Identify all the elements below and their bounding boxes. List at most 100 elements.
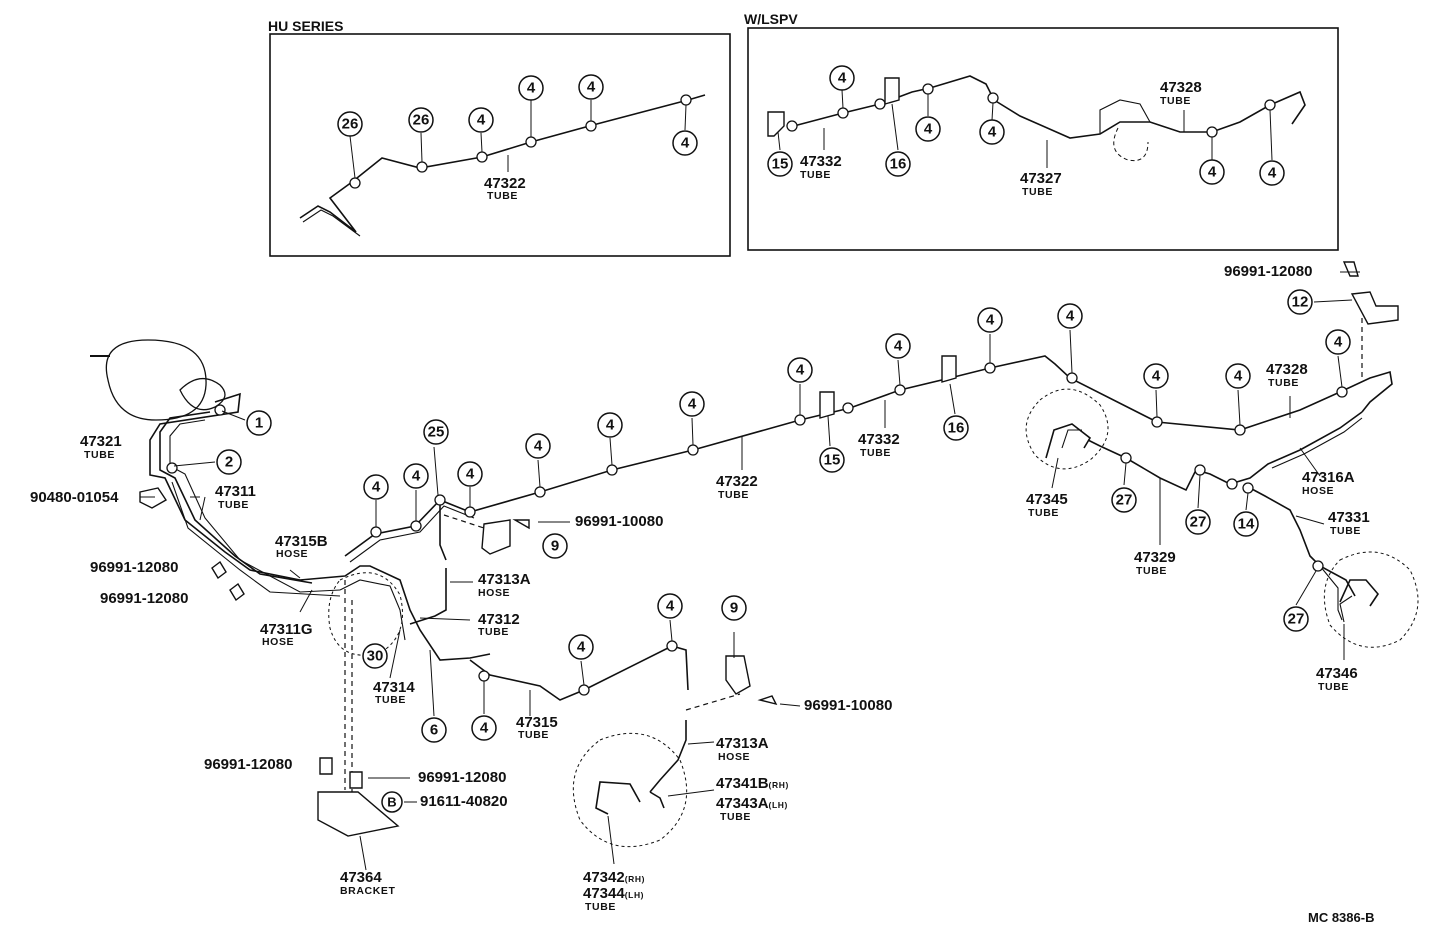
hu-callout-4d: 4	[672, 130, 698, 156]
inset-w-lspv: W/LSPV 4 4 4 4	[744, 11, 1339, 251]
hu-callout-4a: 4	[468, 107, 494, 133]
svg-text:4: 4	[666, 598, 675, 615]
part-47329: 47329	[1134, 549, 1176, 566]
svg-text:4: 4	[372, 479, 381, 496]
callout-4-h: 4	[885, 333, 911, 359]
svg-text:4: 4	[577, 639, 586, 656]
svg-text:4: 4	[1334, 334, 1343, 351]
part-47364: 47364	[340, 869, 382, 886]
part-47343a-lh: 47343A(LH)	[716, 795, 788, 812]
svg-text:15: 15	[772, 156, 789, 173]
svg-text:4: 4	[1208, 164, 1217, 181]
hu-callout-26a: 26	[337, 111, 363, 137]
part-47311g: 47311G	[260, 621, 313, 638]
svg-text:B: B	[387, 795, 396, 810]
kind-hose: HOSE	[1302, 485, 1334, 497]
part-96991-12080-b: 96991-12080	[100, 590, 188, 607]
callout-4-a: 4	[363, 474, 389, 500]
part-47315: 47315	[516, 714, 558, 731]
callout-4-f: 4	[679, 391, 705, 417]
svg-text:6: 6	[430, 722, 438, 739]
part-96991-12080-d: 96991-12080	[204, 756, 292, 773]
part-96991-10080-b: 96991-10080	[804, 697, 892, 714]
kind-tube: TUBE	[1028, 507, 1059, 519]
callout-30: 30	[362, 643, 388, 669]
callout-15: 15	[819, 447, 845, 473]
callout-4-k: 4	[1143, 363, 1169, 389]
svg-text:26: 26	[413, 112, 430, 129]
callout-4-b: 4	[403, 463, 429, 489]
callout-4-j: 4	[1057, 303, 1083, 329]
callout-27-b: 27	[1185, 509, 1211, 535]
kind-tube: TUBE	[375, 694, 406, 706]
hu-callout-26b: 26	[408, 107, 434, 133]
diagram-code: MC 8386-B	[1308, 910, 1374, 925]
callout-4-e: 4	[597, 412, 623, 438]
svg-text:4: 4	[606, 417, 615, 434]
svg-text:4: 4	[838, 70, 847, 87]
kind-hose: HOSE	[262, 636, 294, 648]
lspv-kind-tube: TUBE	[800, 169, 831, 181]
part-47346: 47346	[1316, 665, 1358, 682]
svg-text:27: 27	[1190, 514, 1207, 531]
callout-27-a: 27	[1111, 487, 1137, 513]
lspv-callout-15: 15	[767, 151, 793, 177]
part-47311: 47311	[215, 483, 256, 500]
callout-4-d: 4	[525, 433, 551, 459]
part-47332: 47332	[858, 431, 900, 448]
kind-tube: TUBE	[1318, 681, 1349, 693]
svg-text:4: 4	[1152, 368, 1161, 385]
inset-title-hu-series: HU SERIES	[268, 18, 343, 34]
lspv-clip-16	[884, 77, 900, 105]
part-47342-rh: 47342(RH)	[583, 869, 645, 886]
callout-2: 2	[216, 449, 242, 475]
svg-text:16: 16	[948, 420, 965, 437]
part-47341b-rh: 47341B(RH)	[716, 775, 789, 792]
lspv-callout-4d: 4	[1199, 159, 1225, 185]
callout-16: 16	[943, 415, 969, 441]
svg-text:9: 9	[730, 600, 738, 617]
callout-6: 6	[421, 717, 447, 743]
svg-text:4: 4	[796, 362, 805, 379]
part-47344-lh: 47344(LH)	[583, 885, 644, 902]
svg-text:4: 4	[477, 112, 486, 129]
callout-4-c: 4	[457, 461, 483, 487]
part-47321: 47321	[80, 433, 122, 450]
part-96991-12080-c: 96991-12080	[1224, 263, 1312, 280]
svg-text:4: 4	[894, 338, 903, 355]
callout-4-p: 4	[471, 715, 497, 741]
part-90480-01054: 90480-01054	[30, 489, 119, 506]
svg-text:15: 15	[824, 452, 841, 469]
svg-text:4: 4	[986, 312, 995, 329]
svg-text:4: 4	[924, 121, 933, 138]
kind-tube: TUBE	[1268, 377, 1299, 389]
kind-tube: TUBE	[1136, 565, 1167, 577]
svg-text:4: 4	[1234, 368, 1243, 385]
svg-text:4: 4	[527, 80, 536, 97]
kind-bracket: BRACKET	[340, 885, 396, 897]
kind-tube: TUBE	[585, 901, 616, 913]
callout-25: 25	[423, 419, 449, 445]
main-joints	[166, 362, 1348, 696]
master-cylinder	[90, 339, 226, 421]
lspv-part-47332: 47332	[800, 153, 842, 170]
lspv-callout-4a: 4	[829, 65, 855, 91]
svg-text:4: 4	[466, 466, 475, 483]
callout-9-a: 9	[542, 533, 568, 559]
svg-text:1: 1	[255, 415, 263, 432]
kind-tube: TUBE	[518, 729, 549, 741]
part-47314: 47314	[373, 679, 415, 696]
part-96991-12080-e: 96991-12080	[418, 769, 506, 786]
part-labels: 47321 TUBE 47311 TUBE 90480-01054 96991-…	[30, 263, 1370, 913]
detail-tubes	[595, 423, 1380, 815]
svg-text:2: 2	[225, 454, 233, 471]
svg-text:4: 4	[681, 135, 690, 152]
lspv-clip-15	[767, 111, 785, 137]
callout-4-i: 4	[977, 307, 1003, 333]
part-91611-40820: 91611-40820	[420, 793, 508, 810]
lspv-tube-line	[789, 75, 1306, 139]
hu-callout-4b: 4	[518, 75, 544, 101]
kind-tube: TUBE	[218, 499, 249, 511]
callout-4-o: 4	[657, 593, 683, 619]
lspv-callout-4b: 4	[915, 116, 941, 142]
